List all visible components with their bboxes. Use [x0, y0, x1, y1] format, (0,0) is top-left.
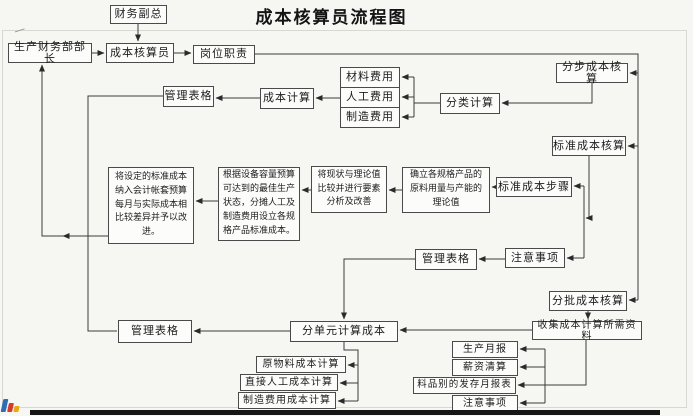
node-unit-cost-calculation: 分单元计算成本	[290, 321, 398, 342]
node-batch-costing: 分批成本核算	[549, 291, 627, 311]
node-finance-deputy: 财务副总	[110, 5, 167, 24]
node-manufacturing-overhead-cost-calc: 制造费用成本计算	[238, 392, 336, 409]
node-management-form-bottom: 管理表格	[118, 320, 192, 343]
node-cost-calculation: 成本计算	[260, 88, 314, 109]
node-production-monthly-report: 生产月报	[452, 341, 518, 358]
bottom-scan-bar	[30, 410, 660, 415]
node-standard-costing: 标准成本核算	[552, 136, 626, 156]
node-notes-middle: 注意事项	[505, 248, 565, 268]
node-manufacturing-cost: 制造费用	[340, 107, 400, 128]
node-management-form-row2: 管理表格	[163, 86, 214, 107]
node-payroll-settlement: 薪资清算	[452, 359, 518, 376]
node-classified-calculation: 分类计算	[440, 93, 500, 114]
node-direct-labor-cost-calc: 直接人工成本计算	[240, 374, 338, 391]
node-process-costing: 分步成本核算	[556, 60, 628, 85]
node-labor-cost: 人工费用	[340, 87, 400, 108]
node-job-duties: 岗位职责	[193, 45, 255, 64]
node-standard-cost-steps: 标准成本步骤	[496, 177, 572, 197]
node-production-finance-director: 生产财务部部长	[8, 40, 92, 65]
node-management-form-row3: 管理表格	[415, 249, 477, 270]
node-para-compare-theory: 将现状与理论值比较并进行要素分析及改善	[311, 166, 387, 213]
node-raw-material-cost-calc: 原物料成本计算	[256, 356, 346, 373]
node-material-cost: 材料费用	[340, 67, 400, 88]
watermark-logo	[0, 398, 28, 412]
node-cost-accountant: 成本核算员	[106, 43, 174, 63]
node-para-adopt-standard: 将设定的标准成本纳入会计帐套预算每月与实际成本相比较差异并予以改进。	[108, 167, 194, 244]
page-frame	[2, 30, 687, 408]
node-collect-cost-data: 收集成本计算所需资料	[532, 320, 642, 342]
node-para-establish-theory: 确立各规格产品的原料用量与产能的理论值	[402, 167, 490, 213]
node-material-issue-stock-report: 料品别的发存月报表	[413, 377, 516, 394]
watermark-logo-yellow	[13, 406, 20, 412]
node-para-set-standard: 根据设备容量预算可达到的最佳生产状态，分摊人工及制造费用设立各规格产品标准成本。	[218, 167, 300, 241]
page-title: 成本核算员流程图	[255, 8, 408, 28]
